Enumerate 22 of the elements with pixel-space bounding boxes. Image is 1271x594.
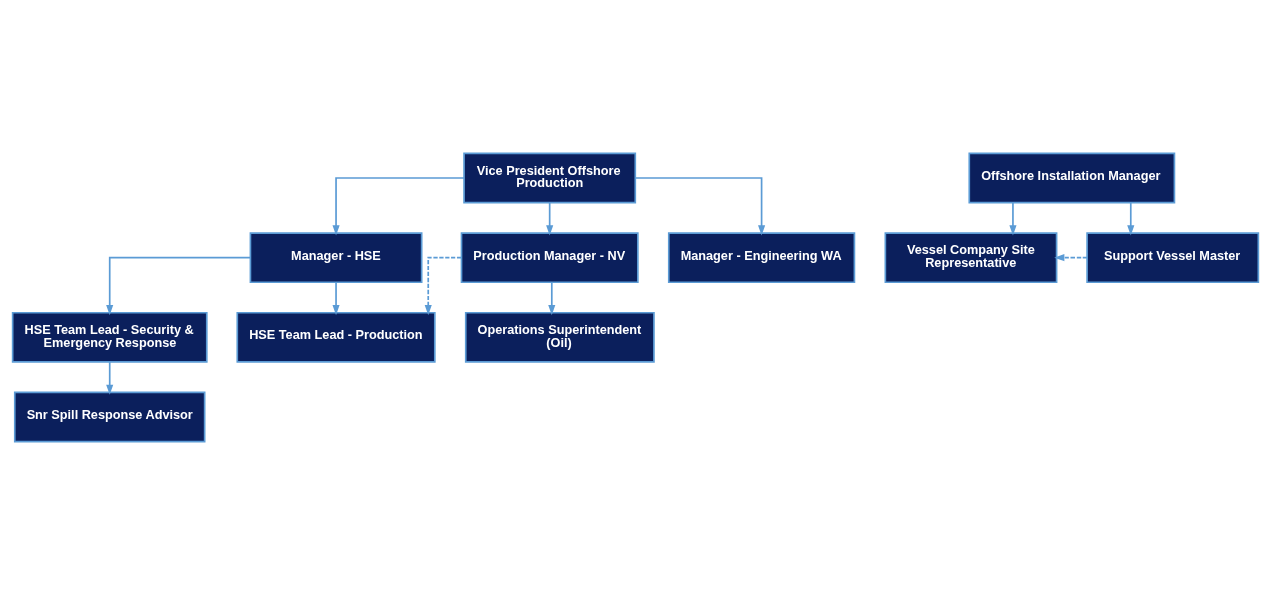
arrow — [1127, 201, 1135, 235]
arrow — [424, 256, 463, 315]
arrow — [106, 360, 114, 395]
node-box: Snr Spill Response Advisor — [13, 391, 206, 442]
node-box: Vice President Offshore Production — [463, 152, 637, 203]
node-box: Offshore Installation Manager — [968, 152, 1176, 203]
arrow — [546, 201, 554, 235]
arrow — [332, 281, 340, 315]
arrow — [634, 176, 766, 235]
arrow — [1054, 253, 1088, 261]
arrow — [106, 256, 251, 315]
node-box: Manager - HSE — [249, 231, 423, 283]
arrow — [548, 281, 556, 315]
node-box: Operations Superintendent (Oil) — [464, 311, 655, 363]
node-box: HSE Team Lead - Production — [236, 311, 436, 363]
node-box: Support Vessel Master — [1086, 231, 1260, 283]
node-box: HSE Team Lead - Security & Emergency Response — [11, 311, 208, 363]
node-box: Vessel Company Site Representative — [884, 231, 1058, 283]
node-box: Manager - Engineering WA — [667, 231, 856, 283]
arrow — [1009, 201, 1017, 235]
arrow — [332, 176, 465, 235]
node-box: Production Manager - NV — [460, 231, 639, 283]
